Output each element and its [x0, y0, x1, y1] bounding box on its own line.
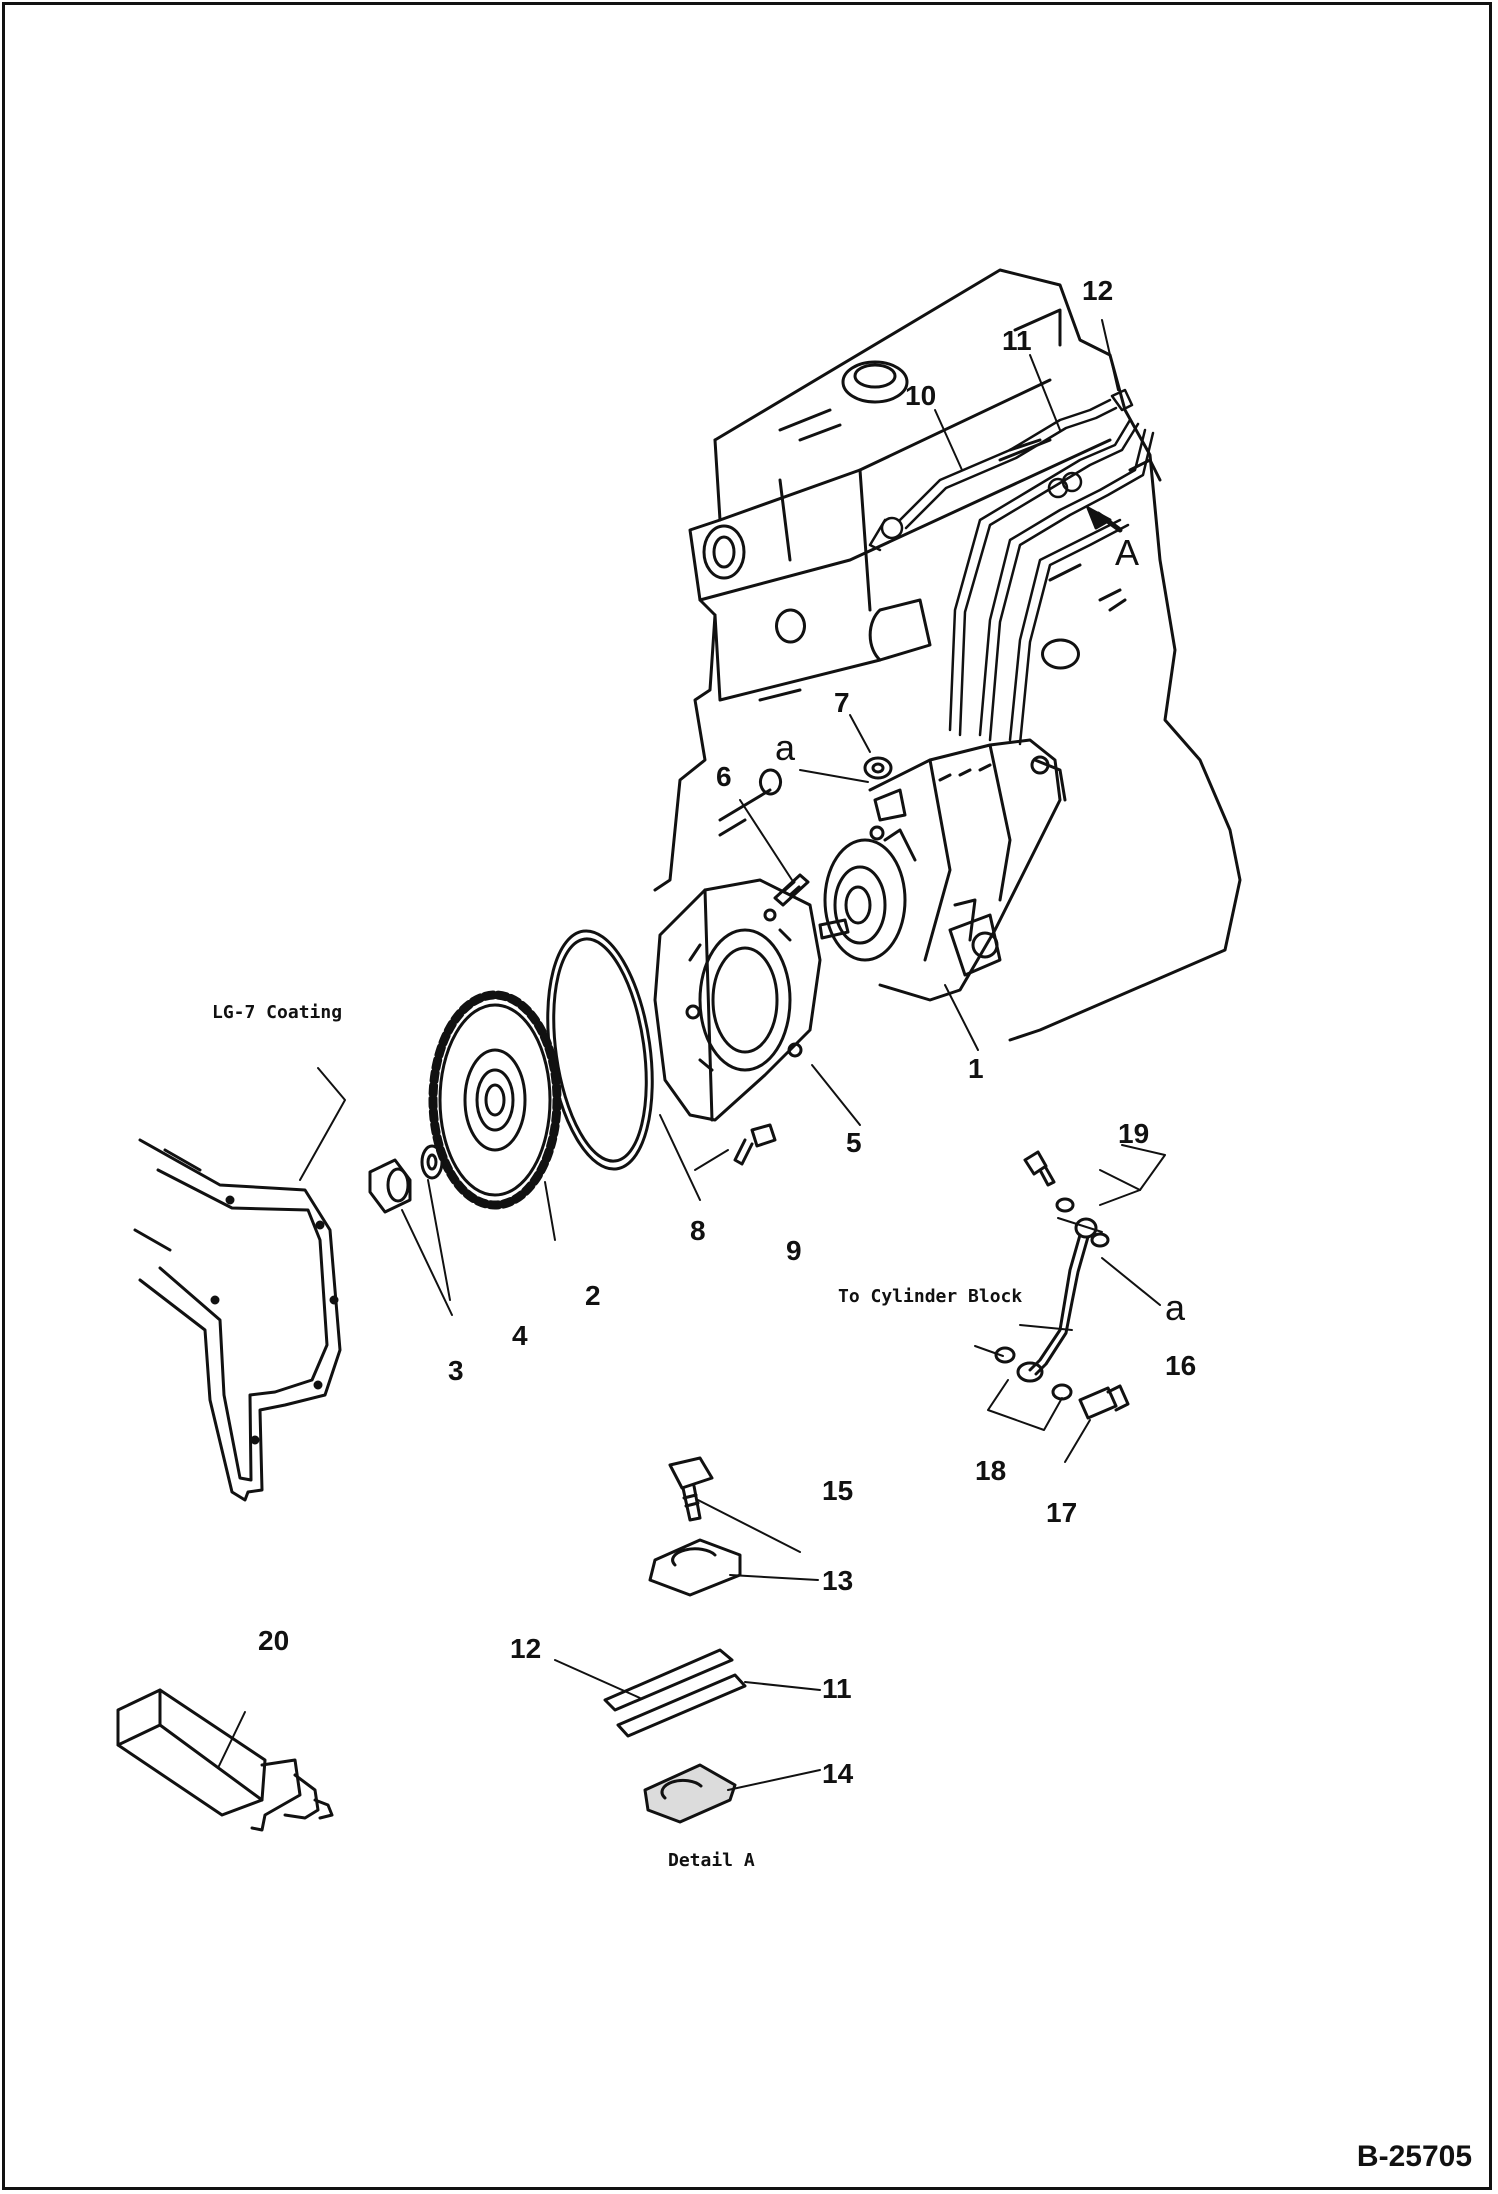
oil-pipe-assembly	[994, 1150, 1130, 1420]
callout-numbers: 12 11 10 7 6 1 5 8 9 2 4 3 19 16 18 17 1…	[258, 275, 1196, 1789]
annotations: LG-7 Coating To Cylinder Block Detail A …	[212, 532, 1186, 1871]
lock-nut	[863, 756, 893, 780]
coating-note: LG-7 Coating	[212, 1002, 342, 1023]
callout-12: 12	[1082, 275, 1113, 306]
flange-bolt	[733, 1123, 777, 1166]
callout-2: 2	[585, 1280, 601, 1311]
detail-a-cushion-strips	[603, 1648, 747, 1738]
callout-11: 11	[1002, 325, 1032, 356]
injection-pipes	[868, 388, 1155, 746]
detail-callout-12: 12	[510, 1633, 541, 1664]
detail-callout-13: 13	[822, 1565, 853, 1596]
detail-callout-11: 11	[822, 1673, 852, 1704]
pump-adapter-plate	[653, 878, 822, 1122]
callout-20: 20	[258, 1625, 289, 1656]
callout-3: 3	[448, 1355, 464, 1386]
callout-9: 9	[786, 1235, 802, 1266]
drive-gear	[428, 990, 562, 1210]
callout-5: 5	[846, 1127, 862, 1158]
washer	[420, 1144, 444, 1180]
callout-8: 8	[690, 1215, 706, 1246]
callout-6: 6	[716, 761, 732, 792]
callout-7: 7	[834, 687, 850, 718]
view-arrow	[1086, 506, 1123, 533]
detail-a-clamp-lower	[643, 1763, 737, 1824]
detail-a-caption: Detail A	[668, 1850, 755, 1871]
detail-a-clamp-upper	[648, 1538, 742, 1597]
engine-block	[653, 268, 1242, 1042]
detail-callout-15: 15	[822, 1475, 853, 1506]
gear-nut	[368, 1158, 412, 1214]
callout-18: 18	[975, 1455, 1006, 1486]
view-a-label: A	[1115, 532, 1139, 573]
callout-17: 17	[1046, 1497, 1077, 1528]
leader-lines	[217, 319, 1166, 1791]
callout-4: 4	[512, 1320, 528, 1351]
detail-callout-14: 14	[822, 1758, 854, 1789]
timing-cover-gasket	[133, 1138, 342, 1502]
cylinder-block-note: To Cylinder Block	[838, 1286, 1022, 1307]
ref-a-label-pump: a	[775, 727, 796, 768]
callout-1: 1	[968, 1053, 984, 1084]
service-tool	[116, 1688, 334, 1832]
detail-a-bolt	[668, 1456, 714, 1522]
stud-bolt	[773, 873, 810, 907]
callout-19: 19	[1118, 1118, 1149, 1149]
callout-16: 16	[1165, 1350, 1196, 1381]
callout-10: 10	[905, 380, 936, 411]
injection-pump	[818, 738, 1067, 1002]
ref-a-label-pipe: a	[1165, 1287, 1186, 1328]
drawing-number: B-25705	[1356, 2140, 1472, 2173]
